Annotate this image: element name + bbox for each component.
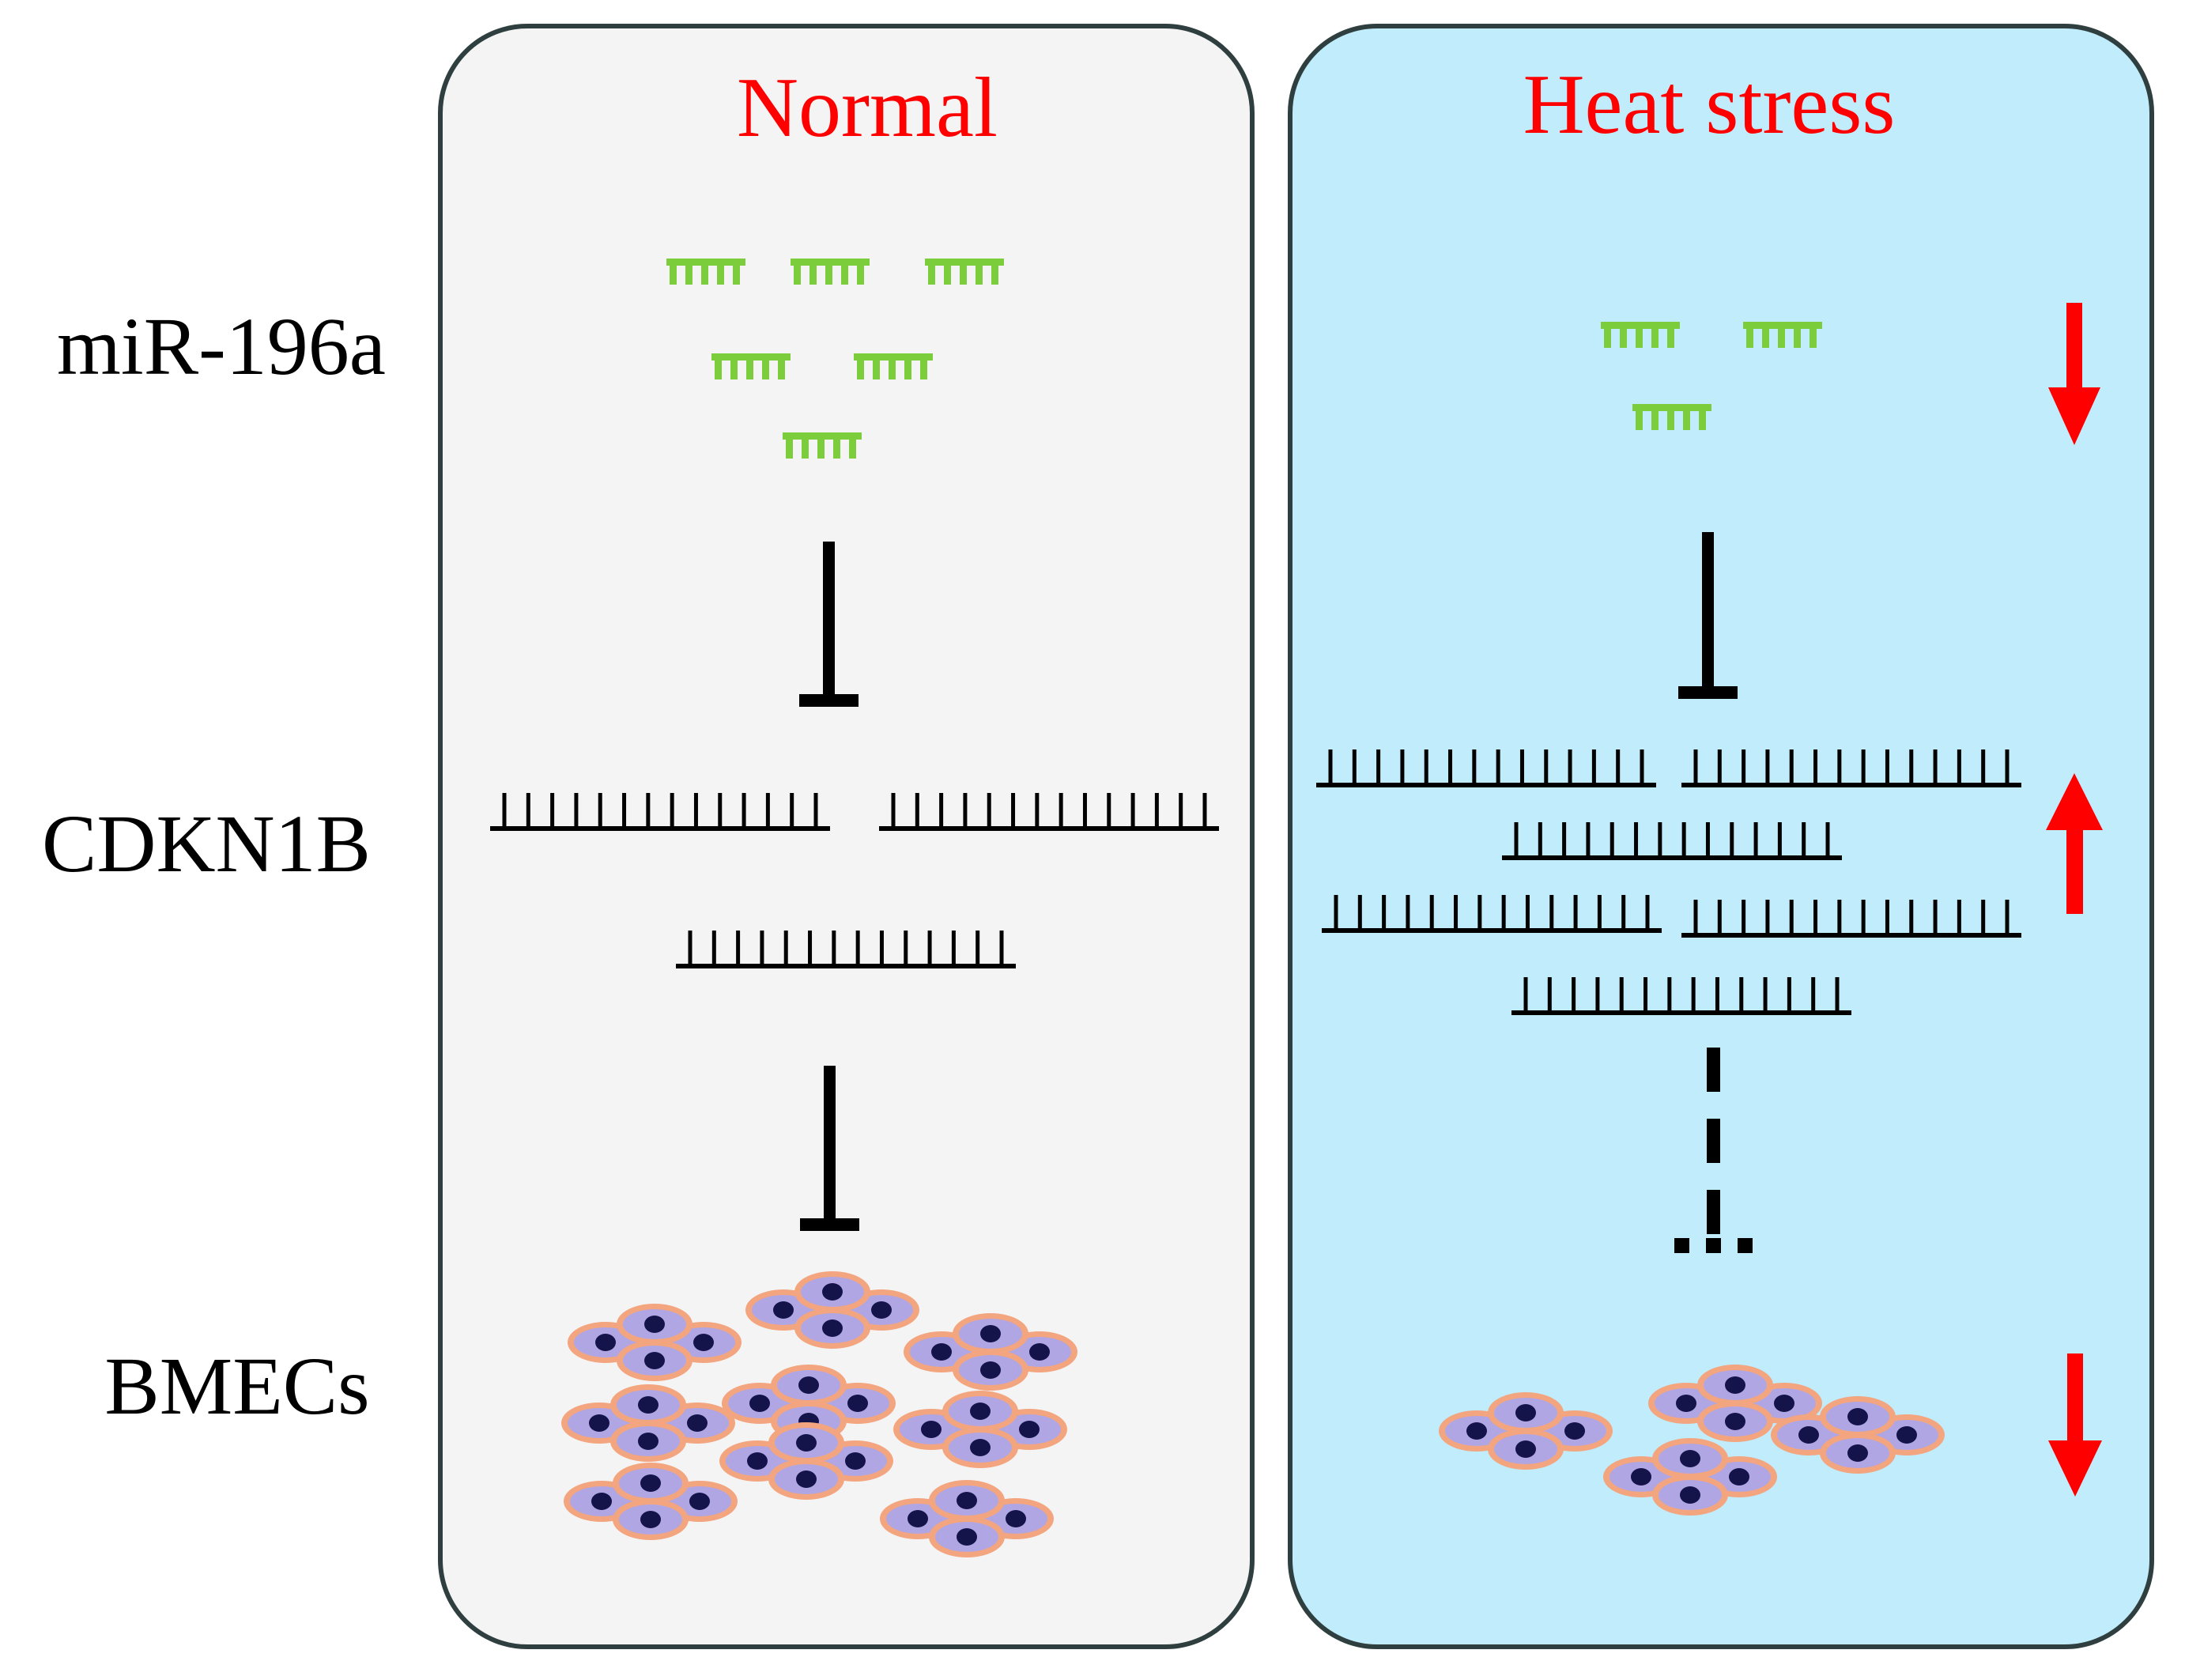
row-label-gene: CDKN1B	[42, 798, 371, 889]
heat-stress-panel-title: Heat stress	[1523, 58, 1896, 152]
arrow-down-icon	[2048, 1353, 2102, 1497]
cell	[613, 1463, 689, 1504]
cell	[610, 1384, 686, 1425]
cell	[929, 1480, 1005, 1521]
cell	[942, 1391, 1018, 1432]
cell	[1820, 1396, 1896, 1437]
inhibition-heat-gene-dashed	[1674, 1048, 1753, 1253]
mrna-molecule	[1681, 749, 2021, 787]
row-label-mirna: miR-196a	[57, 301, 386, 392]
cell	[768, 1422, 844, 1463]
mrna-molecule	[1316, 749, 1656, 787]
mrna-molecule	[1322, 895, 1662, 933]
inhibition-normal-gene	[800, 1066, 859, 1231]
cell	[1820, 1433, 1896, 1474]
cell	[953, 1313, 1028, 1354]
row-label-cells: BMECs	[104, 1341, 369, 1432]
arrow-down-icon	[2048, 303, 2100, 445]
cell	[1652, 1474, 1728, 1516]
cell	[953, 1350, 1028, 1391]
cell	[794, 1271, 870, 1312]
mrna-molecule	[1502, 822, 1842, 860]
mrna-molecule	[1681, 900, 2021, 938]
mrna-molecule	[879, 793, 1219, 831]
arrow-up-icon	[2046, 773, 2103, 914]
mrna-molecules-heat	[1316, 749, 2021, 1015]
cell	[942, 1427, 1018, 1468]
mrna-molecule	[490, 793, 830, 831]
cell	[617, 1340, 692, 1381]
cell	[1697, 1365, 1773, 1406]
cell	[1488, 1429, 1564, 1470]
cell	[794, 1308, 870, 1349]
cell	[613, 1499, 689, 1540]
cell	[610, 1421, 686, 1462]
cell	[1488, 1392, 1564, 1433]
cell	[768, 1459, 844, 1500]
cell	[1697, 1401, 1773, 1442]
cell	[1652, 1438, 1728, 1479]
inhibition-heat-mirna	[1678, 532, 1738, 699]
cell	[929, 1516, 1005, 1557]
normal-panel-title: Normal	[737, 61, 998, 155]
mrna-molecule	[676, 931, 1016, 968]
mrna-molecule	[1511, 977, 1851, 1015]
mrna-molecules-normal	[490, 793, 1219, 968]
heat-stress-panel	[1288, 24, 2154, 1649]
cell	[771, 1365, 847, 1406]
cell	[617, 1304, 692, 1345]
normal-panel	[438, 24, 1255, 1649]
inhibition-normal-mirna	[799, 542, 859, 707]
